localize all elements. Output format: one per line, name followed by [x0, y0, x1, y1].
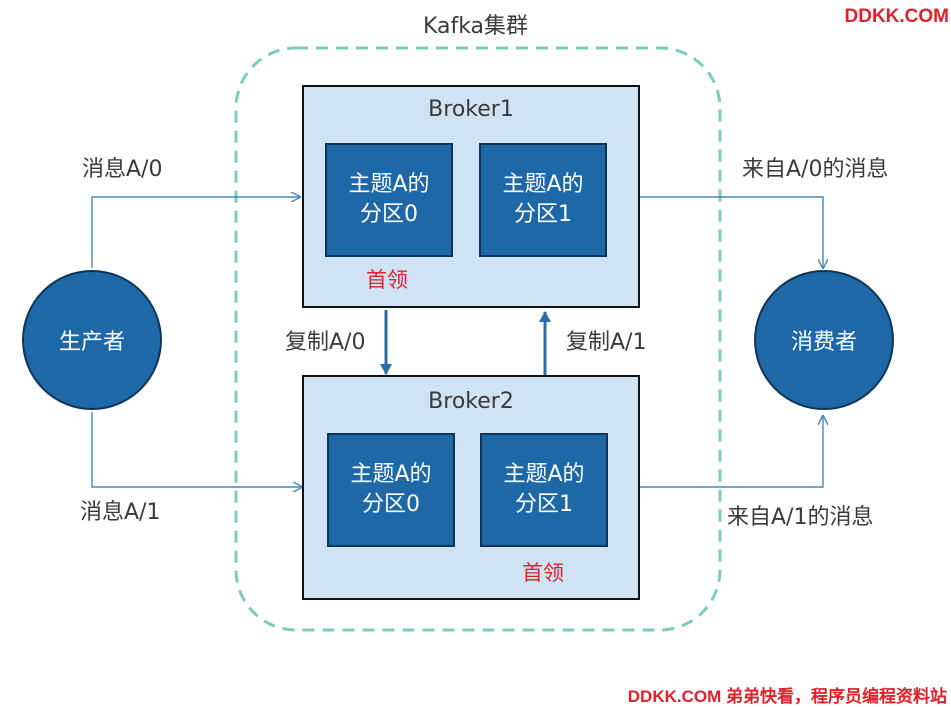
broker1-to-consumer-line — [640, 196, 823, 268]
replicate-up-label: 复制A/1 — [566, 330, 647, 355]
cluster-label: Kafka集群 — [0, 8, 951, 40]
broker2-to-consumer-line — [640, 416, 823, 488]
flow-label-to-broker2: 消息A/1 — [80, 500, 161, 525]
broker1-partition0: 主题A的 分区0 — [325, 143, 453, 257]
broker1-partition0-line2: 分区0 — [360, 202, 418, 227]
consumer-node: 消费者 — [754, 270, 894, 410]
replicate-down-label: 复制A/0 — [285, 330, 366, 355]
cluster-boundary — [234, 46, 722, 632]
broker1-leader-label: 首领 — [366, 268, 408, 292]
broker2-partition0: 主题A的 分区0 — [327, 433, 455, 547]
broker1-box: Broker1 主题A的 分区0 主题A的 分区1 首领 — [302, 85, 640, 308]
broker2-partition0-line2: 分区0 — [362, 492, 420, 517]
broker1-partition1-line2: 分区1 — [514, 202, 572, 227]
broker2-partition0-line1: 主题A的 — [350, 462, 432, 487]
broker1-name: Broker1 — [428, 97, 514, 122]
watermark-top: DDKK.COM — [844, 6, 950, 27]
broker2-partition1-line1: 主题A的 — [503, 462, 585, 487]
flow-label-from-broker1: 来自A/0的消息 — [742, 157, 889, 182]
producer-to-broker2-line — [91, 412, 302, 487]
broker2-partition1: 主题A的 分区1 — [480, 433, 608, 547]
broker1-partition1: 主题A的 分区1 — [479, 143, 607, 257]
broker2-leader-label: 首领 — [522, 561, 564, 585]
cluster-label-text: Kafka集群 — [422, 14, 529, 39]
producer-to-broker1-line — [91, 197, 300, 268]
producer-node: 生产者 — [22, 270, 162, 410]
watermark-bottom: DDKK.COM 弟弟快看，程序员编程资料站 — [627, 687, 947, 706]
consumer-label: 消费者 — [790, 330, 857, 355]
broker1-partition1-line1: 主题A的 — [502, 172, 584, 197]
broker2-box: Broker2 主题A的 分区0 主题A的 分区1 首领 — [302, 375, 640, 600]
broker1-partition0-line1: 主题A的 — [348, 172, 430, 197]
flow-label-to-broker1: 消息A/0 — [82, 157, 163, 182]
flow-label-from-broker2: 来自A/1的消息 — [727, 505, 874, 530]
producer-label: 生产者 — [58, 330, 125, 355]
broker2-name: Broker2 — [428, 389, 514, 414]
broker2-partition1-line2: 分区1 — [515, 492, 573, 517]
